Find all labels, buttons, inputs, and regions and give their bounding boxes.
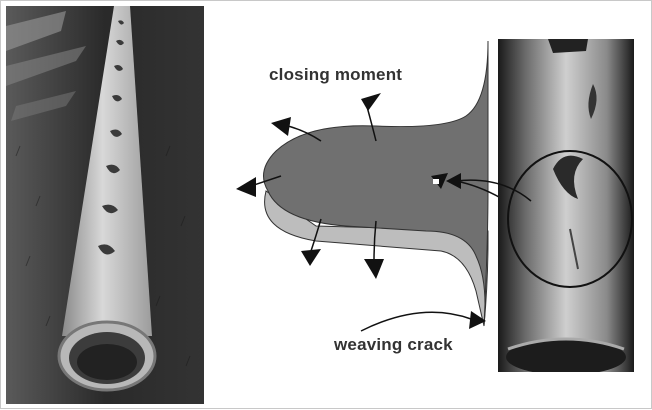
closing-moment-label: closing moment bbox=[269, 65, 402, 85]
connector-arrow-head bbox=[446, 173, 461, 189]
weaving-crack-label: weaving crack bbox=[334, 335, 453, 355]
connector-line bbox=[456, 180, 531, 201]
